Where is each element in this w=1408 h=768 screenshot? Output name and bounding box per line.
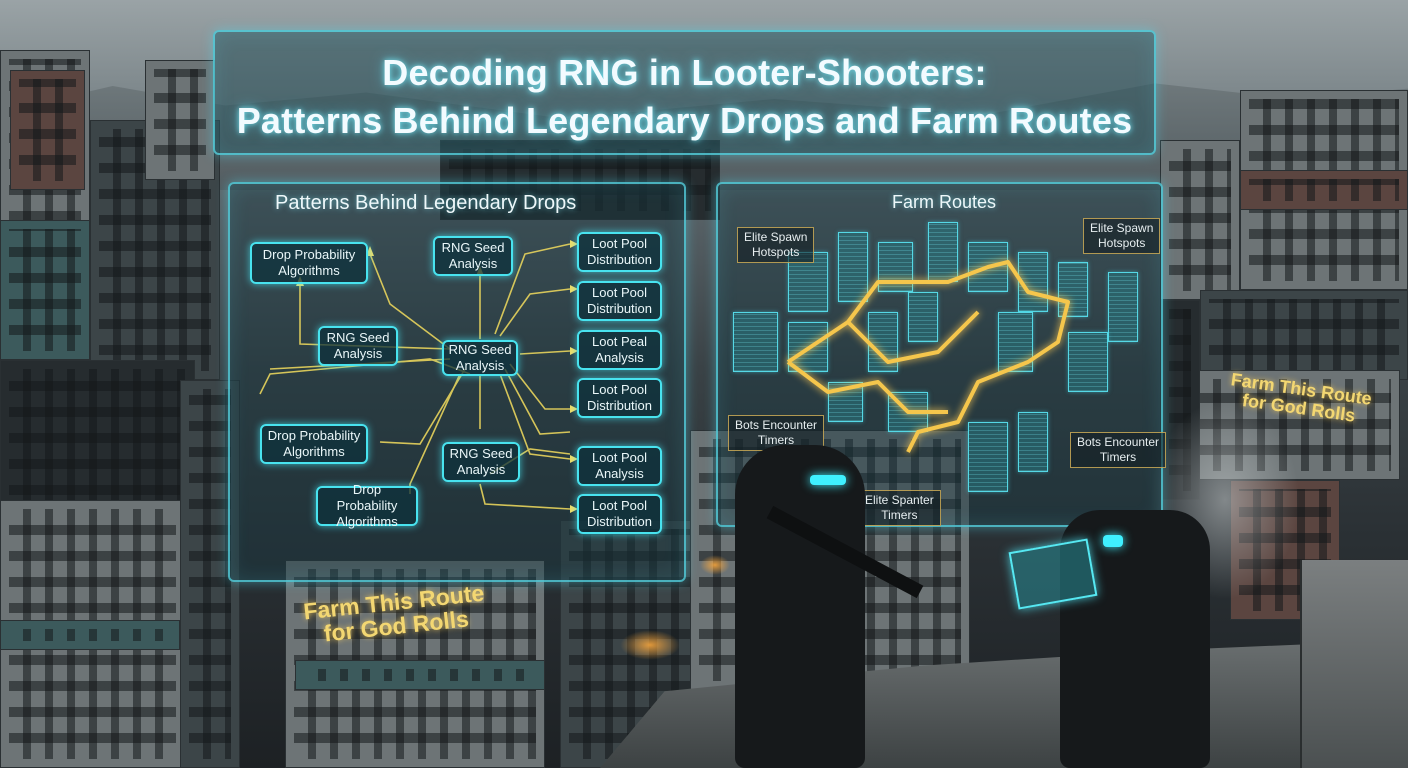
- callout-elite-spawn-right: Elite Spawn Hotspots: [1083, 218, 1161, 254]
- node-label: Algorithms: [278, 263, 340, 278]
- building: [1240, 170, 1408, 210]
- callout-label: Bots Encounter: [735, 418, 818, 432]
- title-line-1: Decoding RNG in Looter-Shooters:: [382, 52, 987, 93]
- building: [1160, 140, 1240, 300]
- node-label: Distribution: [586, 252, 653, 267]
- callout-label: Elite Spanter: [865, 493, 934, 507]
- rooftop-wall: [1300, 560, 1408, 768]
- callout-label: Timers: [881, 508, 918, 522]
- map-building: [828, 382, 863, 422]
- building: [10, 70, 85, 190]
- building: [145, 60, 215, 180]
- map-building: [1108, 272, 1138, 342]
- node-label: Analysis: [595, 350, 644, 365]
- legendary-drops-panel: Patterns Behind Legendary Drops: [228, 182, 686, 582]
- callout-boss-timers-right: Bots Encounter Timers: [1070, 432, 1167, 468]
- node-label: Drop Probability: [262, 247, 356, 262]
- node-label: Algorithms: [336, 514, 398, 529]
- soldier-visor-icon: [1103, 535, 1123, 547]
- routes-panel-heading: Farm Routes: [892, 192, 997, 212]
- fire-glow: [700, 555, 730, 575]
- callout-label: Hotspots: [1098, 236, 1146, 250]
- callout-label: Bots Encounter: [1077, 435, 1160, 449]
- node-label: Loot Pool: [592, 382, 647, 397]
- node-label: Analysis: [455, 358, 505, 373]
- node-label: Distribution: [586, 514, 653, 529]
- building: [0, 360, 195, 520]
- map-building: [968, 242, 1008, 292]
- map-building: [788, 252, 828, 312]
- soldier-visor-icon: [810, 475, 846, 485]
- callout-elite-spawner: Elite Spanter Timers: [858, 490, 941, 526]
- map-building: [733, 312, 778, 372]
- node-label: Loot Pool: [592, 285, 647, 300]
- building: [0, 220, 90, 360]
- node-label: Distribution: [586, 301, 653, 316]
- map-building: [928, 222, 958, 282]
- callout-label: Timers: [1099, 450, 1137, 464]
- soldier-standing: [735, 445, 865, 768]
- callout-elite-spawn-left: Elite Spawn Hotspots: [737, 227, 815, 263]
- node-label: Analysis: [456, 462, 506, 477]
- node-label: RNG Seed: [449, 446, 513, 461]
- node-label: Loot Pool: [592, 236, 647, 251]
- explosion-glow: [620, 630, 680, 660]
- building: [1200, 290, 1408, 380]
- building: [295, 660, 545, 690]
- node-label: RNG Seed: [448, 342, 512, 357]
- map-building: [1068, 332, 1108, 392]
- title-line-2: Patterns Behind Legendary Drops and Farm…: [236, 100, 1133, 141]
- farm-route-path: [786, 260, 1070, 453]
- node-label: Loot Pool: [592, 450, 647, 465]
- callout-label: Elite Spawn: [744, 230, 808, 244]
- map-building: [968, 422, 1008, 492]
- map-building: [838, 232, 868, 302]
- building: [0, 620, 180, 650]
- node-label: RNG Seed: [326, 330, 390, 345]
- node-label: Distribution: [586, 398, 653, 413]
- node-label: Algorithms: [283, 444, 345, 459]
- drops-panel-heading: Patterns Behind Legendary Drops: [275, 192, 577, 214]
- map-building: [1018, 252, 1048, 312]
- node-label: Drop Probability: [267, 428, 361, 443]
- node-label: Loot Pool: [592, 498, 647, 513]
- callout-label: Timers: [757, 433, 795, 447]
- node-label: Drop Probability: [336, 482, 398, 513]
- node-label: Analysis: [595, 466, 644, 481]
- callout-label: Hotspots: [752, 245, 800, 259]
- isometric-city-map: [728, 222, 1148, 502]
- map-building: [908, 292, 938, 342]
- map-building: [1058, 262, 1088, 317]
- title-banner: Decoding RNG in Looter-Shooters: Pattern…: [213, 30, 1156, 155]
- map-building: [1018, 412, 1048, 472]
- node-label: Analysis: [448, 256, 498, 271]
- node-label: RNG Seed: [441, 240, 505, 255]
- callout-label: Elite Spawn: [1090, 221, 1154, 235]
- node-label: Analysis: [333, 346, 383, 361]
- building: [180, 380, 240, 768]
- node-label: Loot Peal: [592, 334, 647, 349]
